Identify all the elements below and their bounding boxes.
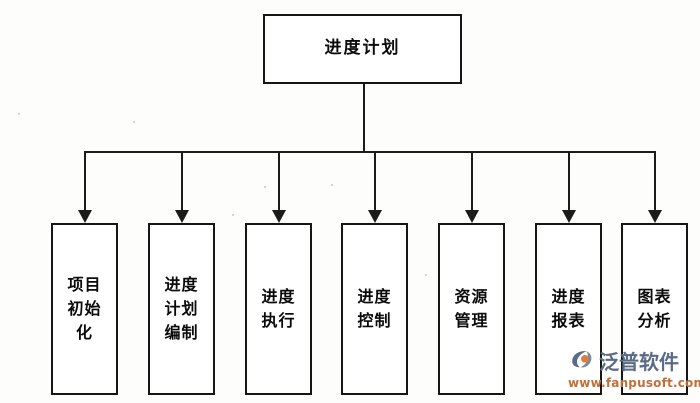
arrowhead-4 [368,210,382,223]
connector-drop-5 [471,151,473,213]
node-schedule-control[interactable]: 进度控制 [341,223,408,395]
node-label: 进度计划编制 [164,275,199,342]
connector-drop-2 [181,151,183,213]
node-schedule-execution[interactable]: 进度执行 [245,223,312,395]
scan-speck [133,121,135,123]
scan-speck [331,184,333,186]
arrowhead-1 [78,210,92,223]
connector-drop-6 [568,151,570,213]
node-label: 进度控制 [357,287,392,330]
node-label: 进度执行 [261,287,296,330]
node-chart-analysis[interactable]: 图表分析 [621,223,688,395]
connector-root-drop [363,84,365,153]
node-project-initialization[interactable]: 项目初始化 [51,223,118,395]
scan-speck [264,186,266,188]
arrowhead-3 [272,210,286,223]
node-label: 图表分析 [637,287,672,330]
connector-bus [84,151,656,153]
arrowhead-2 [175,210,189,223]
node-resource-management[interactable]: 资源管理 [438,223,505,395]
arrowhead-5 [465,210,479,223]
node-schedule-report[interactable]: 进度报表 [535,223,602,395]
scan-speck [232,214,234,216]
scan-speck [425,274,427,276]
node-schedule-plan-preparation[interactable]: 进度计划编制 [148,223,215,395]
node-label: 进度计划 [324,38,401,59]
arrowhead-7 [648,210,662,223]
node-label: 资源管理 [454,287,489,330]
arrowhead-6 [562,210,576,223]
connector-drop-4 [374,151,376,213]
connector-drop-3 [278,151,280,213]
node-label: 项目初始化 [67,275,102,342]
node-schedule-plan[interactable]: 进度计划 [263,14,462,84]
connector-drop-7 [654,151,656,213]
connector-drop-1 [84,151,86,213]
scan-speck [18,113,20,115]
node-label: 进度报表 [551,287,586,330]
